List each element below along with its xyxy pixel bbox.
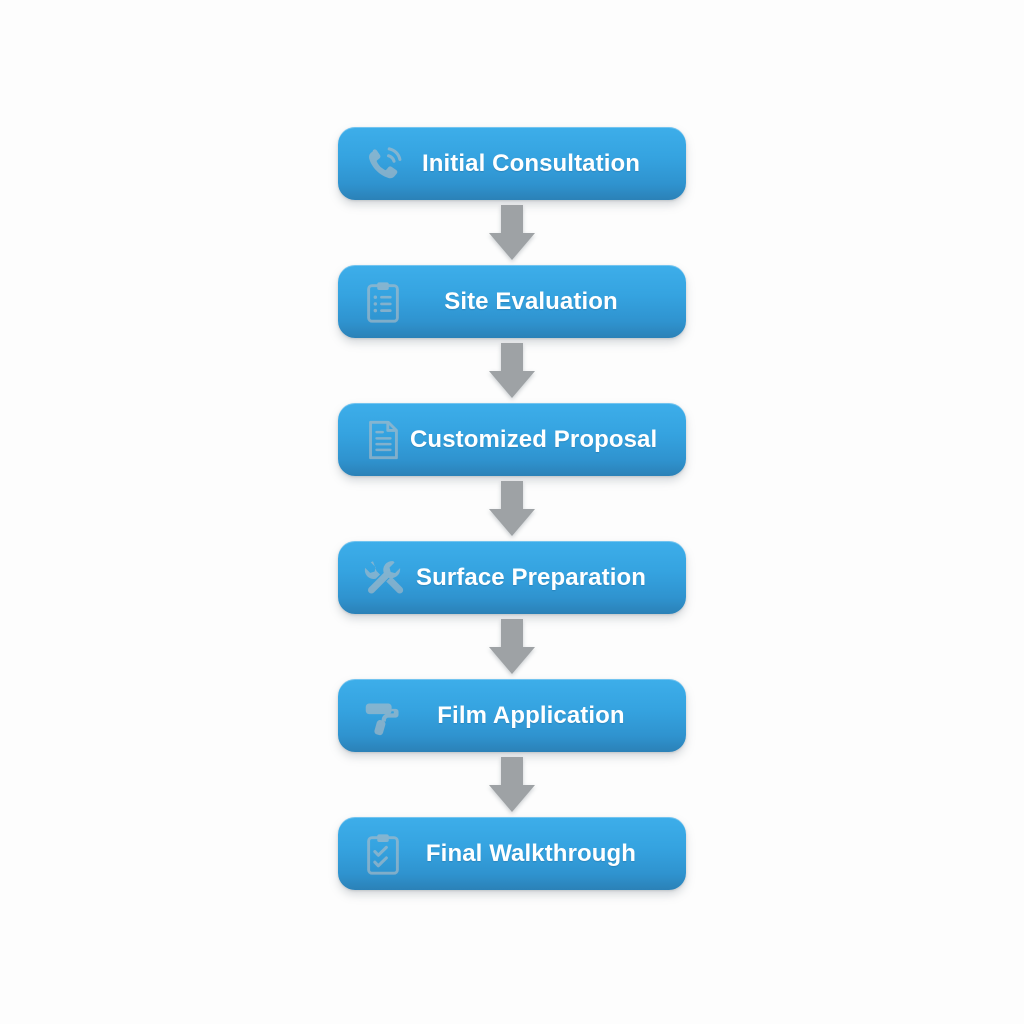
step-box-film-application[interactable]: Film Application bbox=[338, 679, 686, 752]
flow-step-3: Customized Proposal bbox=[338, 403, 686, 541]
clipboard-check-icon bbox=[356, 827, 410, 881]
step-label: Customized Proposal bbox=[410, 425, 658, 453]
step-box-surface-preparation[interactable]: Surface Preparation bbox=[338, 541, 686, 614]
connector-arrow-2 bbox=[484, 338, 540, 403]
step-label: Film Application bbox=[437, 701, 625, 729]
connector-arrow-4 bbox=[484, 614, 540, 679]
flow-step-6: Final Walkthrough bbox=[338, 817, 686, 890]
paint-roller-icon bbox=[356, 689, 410, 743]
step-label: Final Walkthrough bbox=[425, 839, 637, 867]
step-box-customized-proposal[interactable]: Customized Proposal bbox=[338, 403, 686, 476]
crossed-wrenches-icon bbox=[356, 551, 410, 605]
step-label: Site Evaluation bbox=[444, 287, 618, 315]
connector-arrow-1 bbox=[484, 200, 540, 265]
flow-step-5: Film Application bbox=[338, 679, 686, 817]
connector-arrow-5 bbox=[484, 752, 540, 817]
step-box-initial-consultation[interactable]: Initial Consultation bbox=[338, 127, 686, 200]
document-lines-icon bbox=[356, 413, 410, 467]
step-box-final-walkthrough[interactable]: Final Walkthrough bbox=[338, 817, 686, 890]
clipboard-list-icon bbox=[356, 275, 410, 329]
phone-call-icon bbox=[356, 137, 410, 191]
step-box-site-evaluation[interactable]: Site Evaluation bbox=[338, 265, 686, 338]
flow-step-2: Site Evaluation bbox=[338, 265, 686, 403]
flow-step-4: Surface Preparation bbox=[338, 541, 686, 679]
step-label: Surface Preparation bbox=[416, 563, 646, 591]
connector-arrow-3 bbox=[484, 476, 540, 541]
flow-step-1: Initial Consultation bbox=[338, 127, 686, 265]
step-label: Initial Consultation bbox=[422, 149, 640, 177]
